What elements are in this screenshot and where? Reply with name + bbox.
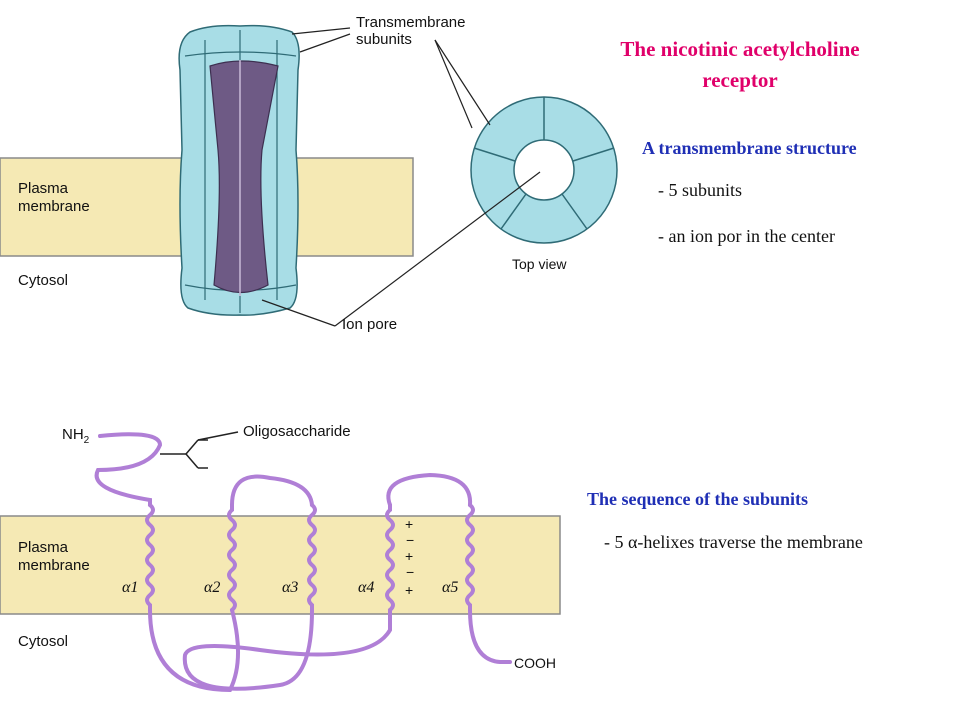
charge-5: + xyxy=(405,582,414,598)
label-plasma-membrane-bottom: Plasma membrane xyxy=(18,539,90,575)
section2-bullet: - 5 α-helixes traverse the membrane xyxy=(604,532,863,552)
receptor-top-view xyxy=(470,96,618,244)
label-plasma-top-1: Plasma xyxy=(18,180,69,197)
label-nh2: NH2 xyxy=(62,426,89,446)
helix-label-4: α4 xyxy=(358,579,375,596)
label-plasma-top-2: membrane xyxy=(18,198,90,215)
page-title: The nicotinic acetylcholine receptor xyxy=(560,34,920,96)
label-transmembrane-line2: subunits xyxy=(356,31,412,48)
section1-bullet-1: - 5 subunits xyxy=(658,180,743,200)
title-line-2: receptor xyxy=(702,68,778,92)
leader-lines xyxy=(261,27,541,327)
charge-3: + xyxy=(405,548,414,564)
section1-heading: A transmembrane structure xyxy=(642,138,857,158)
helix-label-1: α1 xyxy=(122,579,139,596)
label-plasma-bottom-1: Plasma xyxy=(18,539,69,556)
label-ion-pore: Ion pore xyxy=(342,316,398,333)
label-cytosol-top: Cytosol xyxy=(18,272,69,289)
section1-bullet-2: - an ion por in the center xyxy=(658,226,835,246)
title-line-1: The nicotinic acetylcholine xyxy=(620,37,860,61)
helix-label-3: α3 xyxy=(282,579,299,596)
receptor-side-view xyxy=(178,24,300,316)
label-transmembrane-line1: Transmembrane xyxy=(356,14,466,31)
label-nh2-text: NH xyxy=(62,426,84,443)
charge-2: − xyxy=(406,532,415,548)
label-cytosol-bottom: Cytosol xyxy=(18,633,69,650)
polypeptide-chain xyxy=(94,432,512,693)
helix-label-2: α2 xyxy=(204,579,221,596)
label-transmembrane-subunits: Transmembrane subunits xyxy=(356,14,465,48)
label-cooh: COOH xyxy=(514,655,556,671)
charge-4: − xyxy=(406,564,415,580)
label-nh2-sub: 2 xyxy=(83,435,90,446)
charge-1: + xyxy=(405,516,414,532)
oligosaccharide-branch xyxy=(160,431,239,469)
label-plasma-membrane-top: Plasma membrane xyxy=(18,180,90,216)
label-oligosaccharide: Oligosaccharide xyxy=(243,423,351,440)
helix-label-5: α5 xyxy=(442,579,459,596)
section2-heading: The sequence of the subunits xyxy=(587,489,809,509)
label-top-view: Top view xyxy=(512,256,567,272)
label-plasma-bottom-2: membrane xyxy=(18,557,90,574)
